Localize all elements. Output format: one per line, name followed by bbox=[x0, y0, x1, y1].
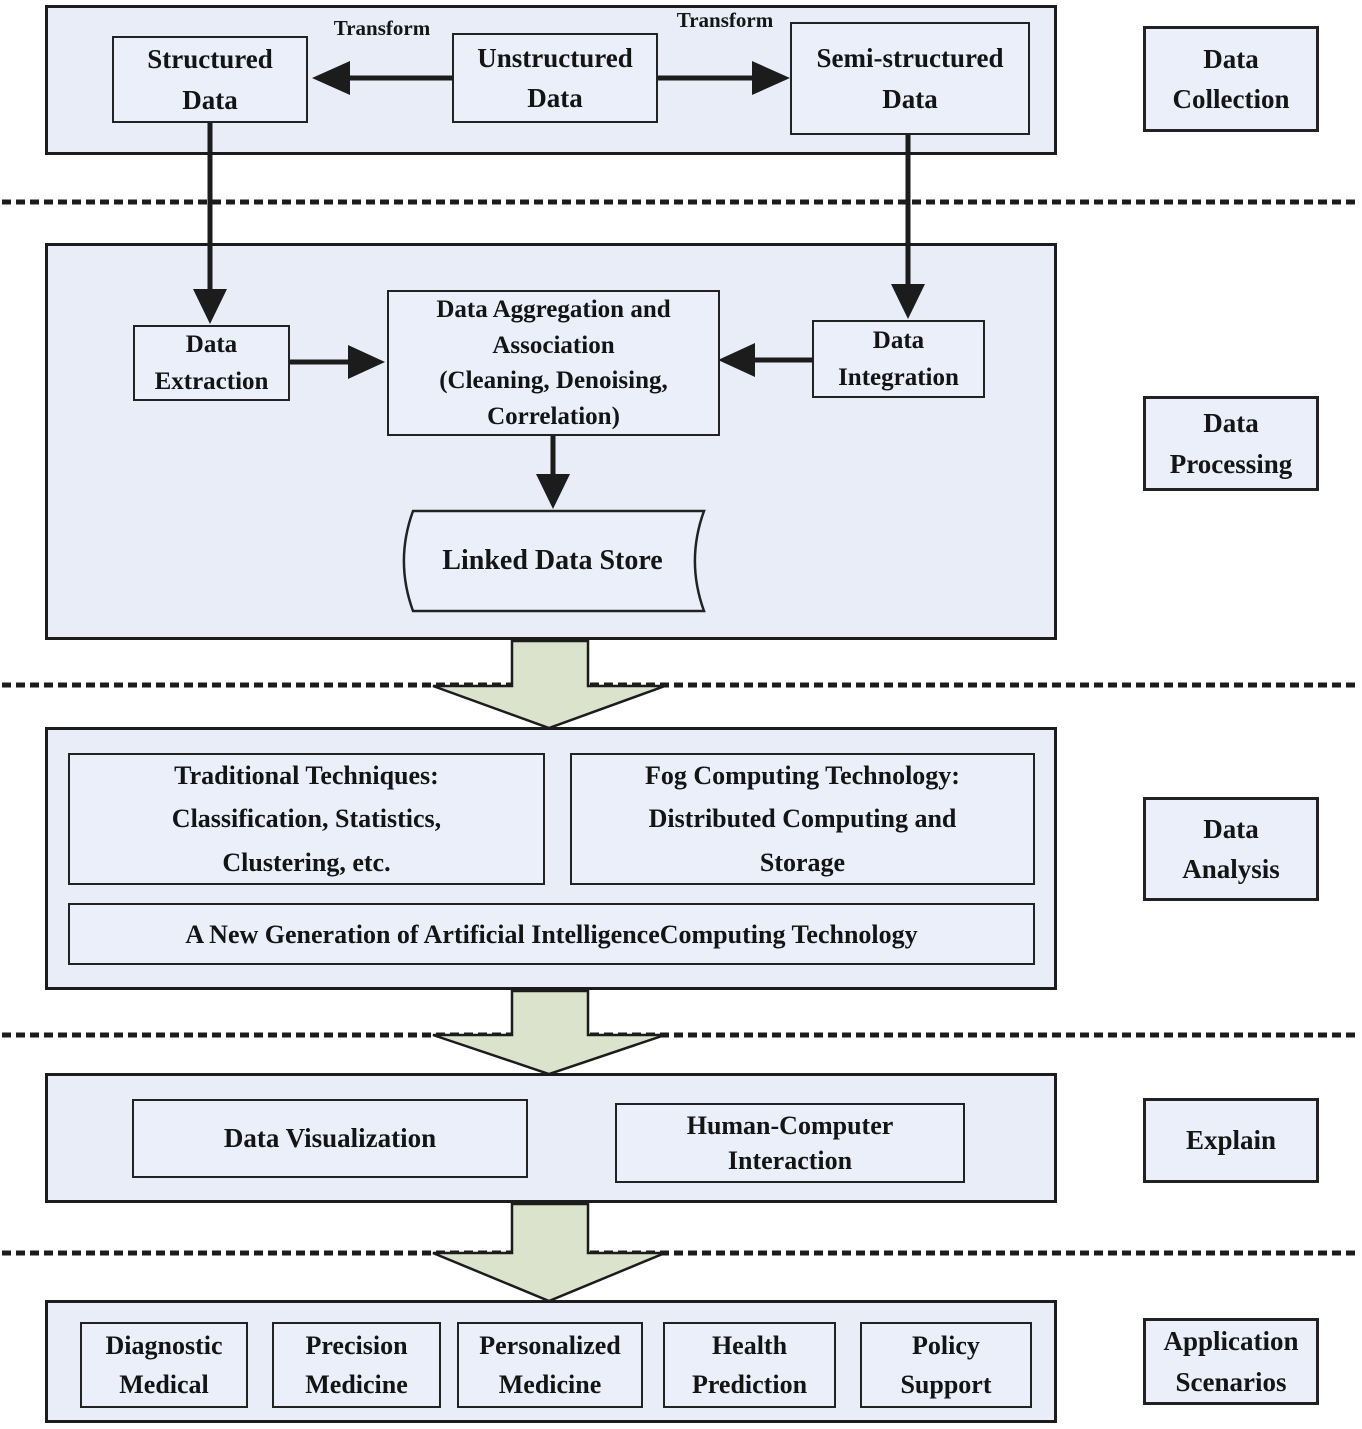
transform-label-right: Transform bbox=[676, 8, 774, 32]
health-prediction-box: Health Prediction bbox=[663, 1322, 836, 1408]
block-arrow-analysis-to-explain bbox=[432, 989, 666, 1076]
data-extraction-box: Data Extraction bbox=[133, 325, 290, 401]
stage-label-application-scenarios: Application Scenarios bbox=[1143, 1318, 1319, 1405]
personalized-medicine-box: Personalized Medicine bbox=[457, 1322, 643, 1408]
block-arrow-explain-to-applications bbox=[432, 1202, 666, 1303]
stage-label-data-analysis: Data Analysis bbox=[1143, 797, 1319, 901]
fog-computing-box: Fog Computing Technology: Distributed Co… bbox=[570, 753, 1035, 885]
stage-label-data-processing: Data Processing bbox=[1143, 396, 1319, 491]
structured-data-box: Structured Data bbox=[112, 36, 308, 123]
traditional-techniques-box: Traditional Techniques: Classification, … bbox=[68, 753, 545, 885]
policy-support-box: Policy Support bbox=[860, 1322, 1032, 1408]
linked-data-store-label: Linked Data Store bbox=[442, 545, 663, 576]
data-integration-box: Data Integration bbox=[812, 320, 985, 398]
stage-label-data-collection: Data Collection bbox=[1143, 26, 1319, 132]
data-aggregation-box: Data Aggregation and Association (Cleani… bbox=[387, 290, 720, 436]
data-visualization-box: Data Visualization bbox=[132, 1099, 528, 1178]
semi-structured-data-box: Semi-structured Data bbox=[790, 22, 1030, 135]
block-arrow-processing-to-analysis bbox=[432, 639, 666, 730]
precision-medicine-box: Precision Medicine bbox=[272, 1322, 441, 1408]
unstructured-data-box: Unstructured Data bbox=[452, 33, 658, 123]
human-computer-interaction-box: Human-Computer Interaction bbox=[615, 1103, 965, 1183]
stage-label-explain: Explain bbox=[1143, 1098, 1319, 1183]
diagnostic-medical-box: Diagnostic Medical bbox=[80, 1322, 248, 1408]
ai-computing-box: A New Generation of Artificial Intellige… bbox=[68, 903, 1035, 965]
transform-label-left: Transform bbox=[333, 16, 431, 40]
